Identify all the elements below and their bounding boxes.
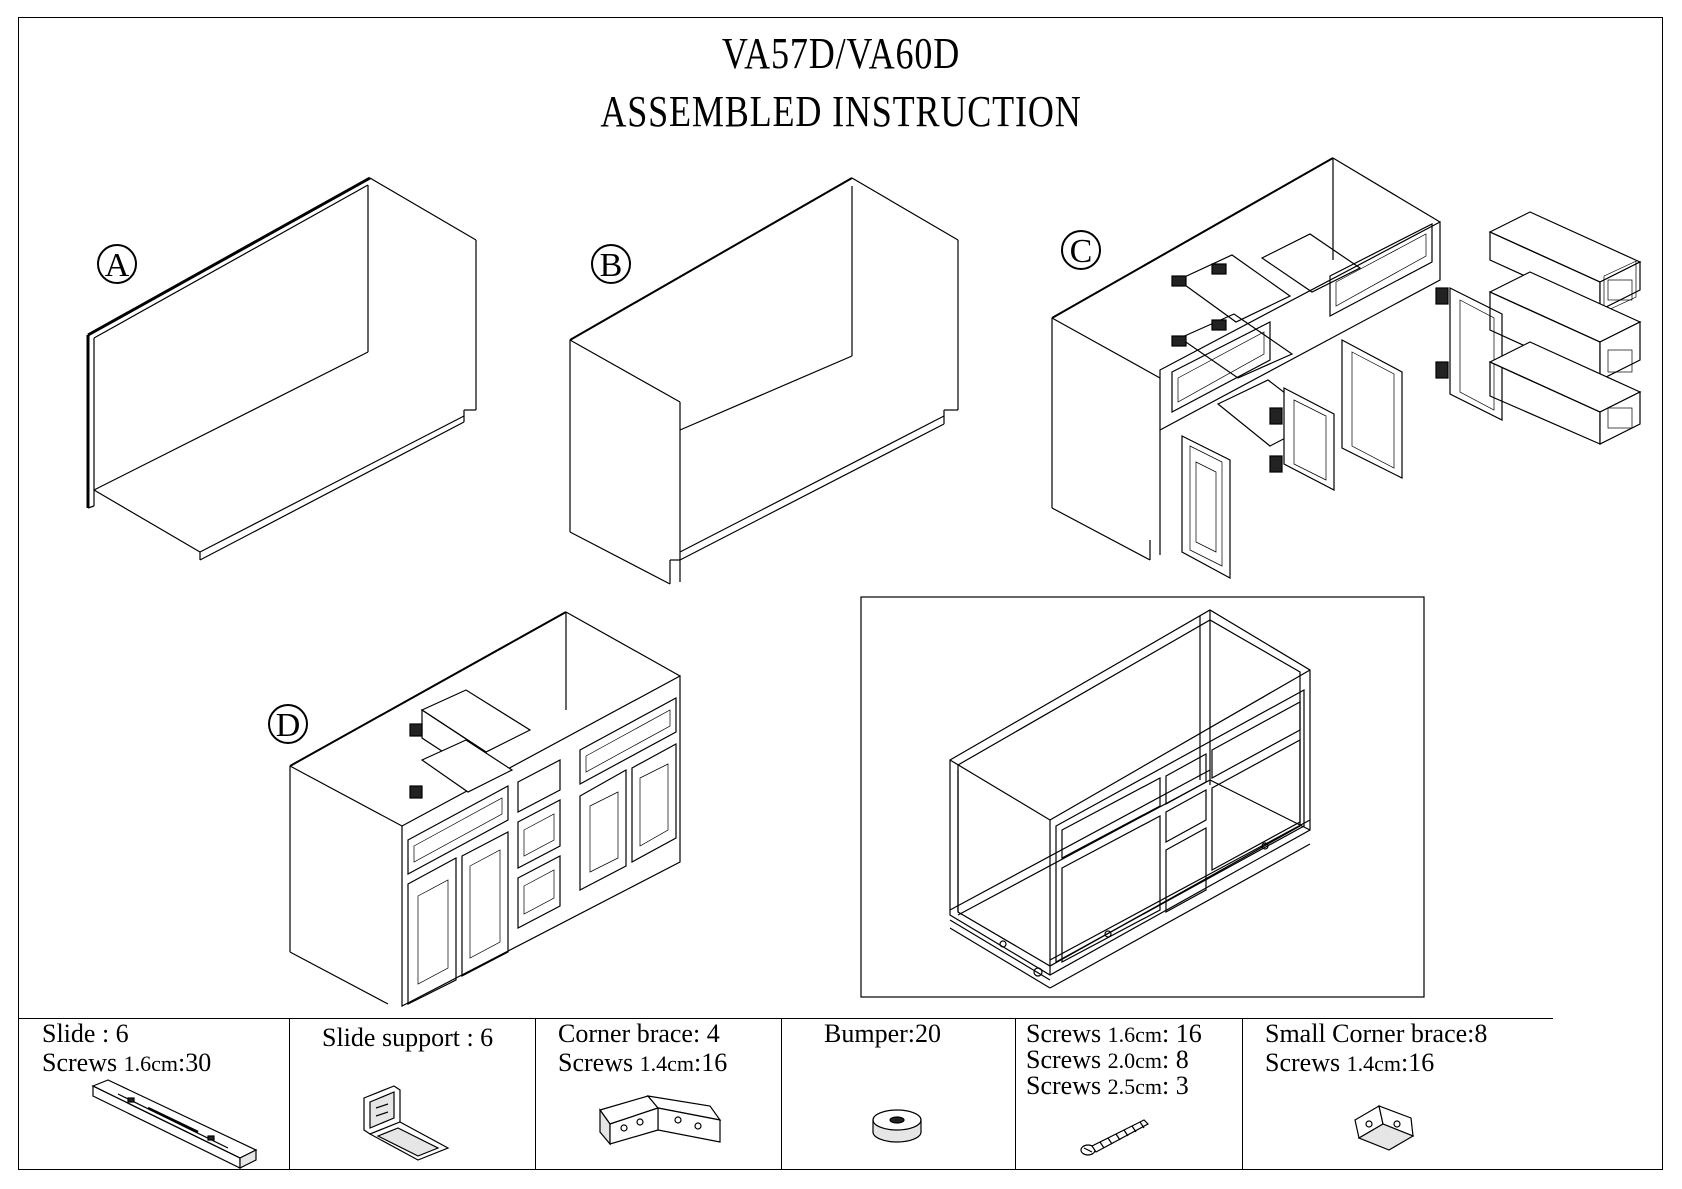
step-a-figure: A: [86, 176, 477, 561]
model-title: VA57D/VA60D: [721, 29, 961, 78]
slide-icon: [91, 1079, 258, 1169]
part-slide-support-label: Slide support : 6: [322, 1023, 494, 1052]
step-b-label: B: [600, 247, 623, 284]
step-b-figure: B: [569, 177, 959, 585]
parts-table-top-border: [18, 1018, 1553, 1019]
final-view: [860, 596, 1425, 998]
part-slide-label: Slide : 6: [42, 1019, 129, 1048]
part-corner-brace-screws: Screws 1.4cm:16: [558, 1048, 728, 1077]
small-corner-brace-icon: [1354, 1105, 1415, 1151]
corner-brace-icon: [599, 1095, 722, 1146]
part-slide: Slide : 6 Screws 1.6cm:30: [18, 1018, 289, 1170]
part-screws: Screws 1.6cm: 16 Screws 2.0cm: 8 Screws …: [1015, 1018, 1242, 1170]
parts-list: Slide : 6 Screws 1.6cm:30 Slide support …: [18, 1018, 1553, 1170]
part-slide-screws: Screws 1.6cm:30: [42, 1048, 212, 1077]
slide-support-icon: [363, 1085, 450, 1161]
part-bumper: Bumper:20: [781, 1018, 1015, 1170]
step-d-figure: D: [268, 611, 681, 1007]
part-screws-25: Screws 2.5cm: 3: [1026, 1071, 1189, 1100]
part-slide-support: Slide support : 6: [289, 1018, 535, 1170]
part-screws-16: Screws 1.6cm: 16: [1026, 1019, 1202, 1048]
instruction-title: ASSEMBLED INSTRUCTION: [600, 87, 1082, 136]
bumper-icon: [872, 1109, 922, 1143]
part-screws-20: Screws 2.0cm: 8: [1026, 1045, 1189, 1074]
part-corner-brace: Corner brace: 4 Screws 1.4cm:16: [535, 1018, 781, 1170]
step-c-figure: C: [1051, 157, 1642, 580]
step-d-label: D: [276, 707, 301, 744]
part-small-corner-brace: Small Corner brace:8 Screws 1.4cm:16: [1242, 1018, 1553, 1170]
part-small-corner-brace-label: Small Corner brace:8: [1265, 1019, 1488, 1048]
part-bumper-label: Bumper:20: [824, 1019, 941, 1048]
part-small-corner-brace-screws: Screws 1.4cm:16: [1265, 1048, 1435, 1077]
drawing-sheet: [18, 17, 1663, 1170]
part-corner-brace-label: Corner brace: 4: [558, 1019, 720, 1048]
step-c-label: C: [1070, 233, 1093, 270]
step-a-label: A: [105, 247, 130, 284]
screw-icon: [1080, 1119, 1149, 1156]
drawer-boxes: [1488, 211, 1642, 445]
